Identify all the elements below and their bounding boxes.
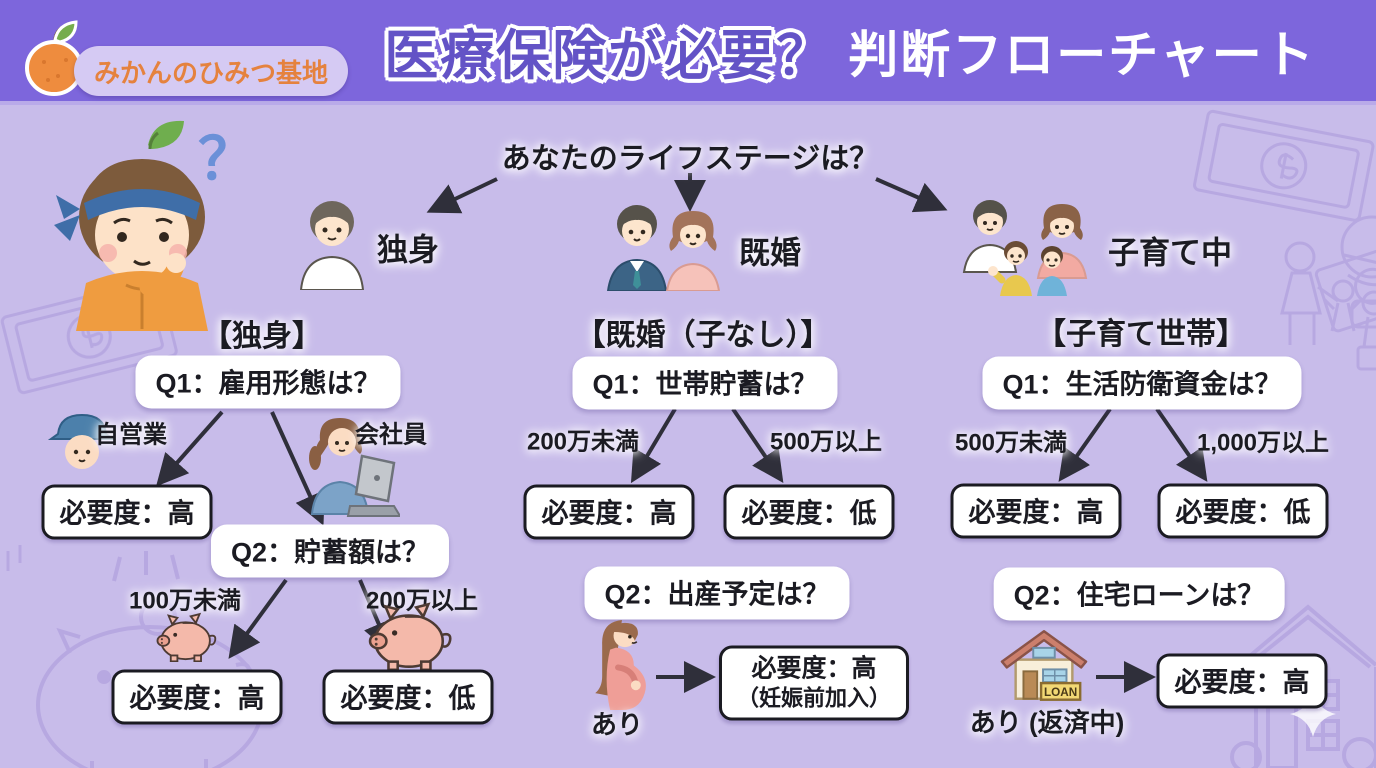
column3-q1-right-label: 1,000万以上 <box>1196 429 1330 457</box>
thinking-boy-illustration: ？ <box>54 120 250 331</box>
column3-header: 【子育て世帯】 <box>1036 318 1246 351</box>
column2-q1-left-label: 200万未満 <box>526 428 640 456</box>
column2-q1-box: Q1：世帯貯蓄は？ <box>572 356 838 410</box>
column3-q2-box: Q2：住宅ローンは？ <box>993 567 1285 621</box>
loan-sign-label: LOAN <box>1044 686 1077 699</box>
column2-q2-result-line1: 必要度：高 <box>751 654 877 683</box>
column1-q2-left-label: 100万未満 <box>128 587 242 615</box>
column1-q1-result-high: 必要度：高 <box>41 484 213 540</box>
single-person-icon <box>299 201 365 290</box>
logo-badge: みかんのひみつ基地 <box>74 46 349 96</box>
column3-q2-result: 必要度：高 <box>1156 653 1328 709</box>
dash-doodle-left <box>6 545 22 571</box>
column1-q1-right-label: 会社員 <box>355 421 427 449</box>
stage-label-married: 既婚 <box>739 235 801 271</box>
column2-q2-box: Q2：出産予定は？ <box>584 566 850 620</box>
house-loan-icon: LOAN <box>1000 630 1088 701</box>
caregiver-doodle <box>1280 241 1376 371</box>
medical-doodle-right-edge <box>1340 215 1376 329</box>
column2-header: 【既婚（子なし）】 <box>575 319 831 352</box>
family-icon <box>962 200 1088 296</box>
title-rest-text: 判断フローチャート <box>848 26 1316 83</box>
column1-q1-left-label: 自営業 <box>95 421 167 449</box>
column1-q2-result-low: 必要度：低 <box>322 669 494 725</box>
column2-q2-result: 必要度：高 （妊娠前加入） <box>718 645 910 721</box>
column1-q1-box: Q1：雇用形態は？ <box>135 355 401 409</box>
mikan-logo-icon <box>25 20 83 96</box>
stage-label-single: 独身 <box>377 232 439 268</box>
column3-q1-result-high: 必要度：高 <box>950 483 1122 539</box>
column2-q1-right-label: 500万以上 <box>769 428 883 456</box>
background-doodles <box>0 109 1376 768</box>
stage-label-parenting: 子育て中 <box>1108 235 1232 271</box>
piggy-bank-small-icon <box>156 612 217 662</box>
column2-q2-result-line2: （妊娠前加入） <box>736 685 892 711</box>
root-question: あなたのライフステージは？ <box>501 143 879 175</box>
column2-q1-result-low: 必要度：低 <box>723 484 895 540</box>
column1-q2-box: Q2：貯蓄額は？ <box>210 524 450 578</box>
sparkle-icon <box>1290 691 1336 737</box>
pregnant-woman-icon <box>595 619 646 710</box>
logo-text: みかんのひみつ基地 <box>94 57 329 88</box>
column3-q1-box: Q1：生活防衛資金は？ <box>982 356 1302 410</box>
money-bill-doodle-top-right <box>1193 109 1375 222</box>
page-title: 医療保険が必要？ 判断フローチャート <box>340 0 1360 101</box>
couple-icon <box>606 205 721 291</box>
piggy-bank-large-icon <box>368 602 452 670</box>
column3-q1-left-label: 500万未満 <box>954 429 1068 457</box>
office-worker-icon <box>309 418 400 517</box>
column1-header: 【独身】 <box>202 320 322 353</box>
question-mark-glyph: ？ <box>198 127 250 192</box>
header-bar: みかんのひみつ基地 医療保険が必要？ 判断フローチャート <box>0 0 1376 105</box>
column1-q2-result-high: 必要度：高 <box>111 669 283 725</box>
column3-q1-result-low: 必要度：低 <box>1157 483 1329 539</box>
column2-q2-branch-label: あり <box>590 709 644 740</box>
title-accent-text: 医療保険が必要？ <box>384 26 833 86</box>
column2-q1-result-high: 必要度：高 <box>523 484 695 540</box>
column3-q2-branch-label: あり (返済中) <box>969 707 1125 738</box>
